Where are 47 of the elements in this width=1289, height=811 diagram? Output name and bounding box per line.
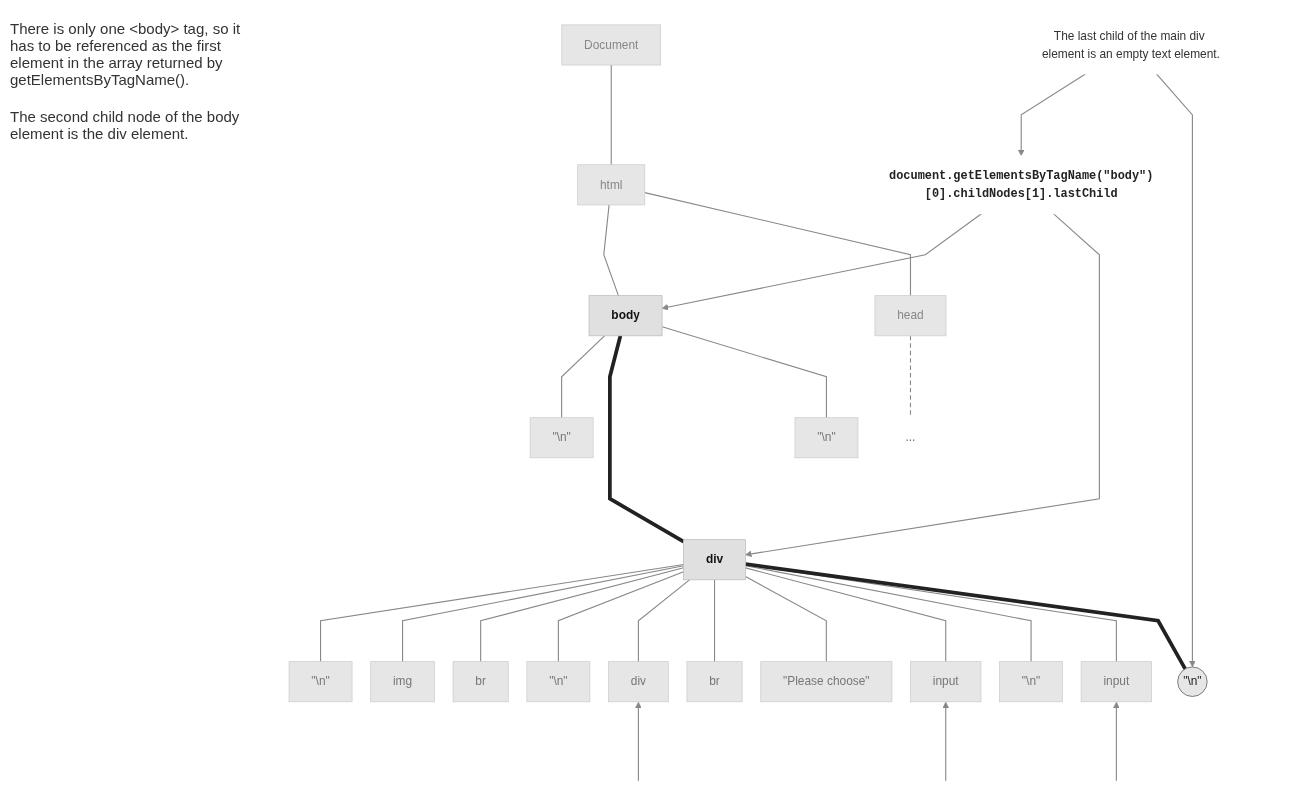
node-box: "\n" (529, 417, 594, 459)
connector (744, 563, 1117, 663)
connector (603, 204, 619, 297)
node-text: document.getElementsByTagName("body")[0].childNodes[1].lastChild (889, 169, 1154, 201)
node-box: input (1080, 661, 1152, 703)
node-box: input (910, 661, 982, 703)
node-box: br (452, 661, 509, 703)
connector (644, 192, 912, 297)
arrow (661, 213, 982, 311)
node-box: body (588, 295, 663, 337)
node-text: ... (905, 431, 916, 444)
node-box: "Please choose" (760, 661, 893, 703)
node-box: div (683, 539, 746, 581)
connector (744, 567, 947, 663)
connector (610, 64, 612, 166)
connector (714, 579, 716, 663)
node-box: br (686, 661, 743, 703)
connector (561, 335, 606, 419)
node-box: img (370, 661, 435, 703)
node-box: "\n" (526, 661, 591, 703)
node-circle: "\n" (1177, 666, 1208, 697)
arrow (635, 701, 642, 782)
connector (661, 326, 827, 419)
connector (745, 562, 1187, 670)
connector (480, 567, 685, 663)
node-box: Document (561, 24, 662, 66)
arrow (1017, 73, 1086, 157)
node-text: The last child of the main div element is an empty text element. (1041, 29, 1220, 60)
note-text: The second child node of the body element is the div element. (10, 108, 241, 142)
arrow (1113, 701, 1120, 782)
connector (637, 579, 691, 663)
node-box: "\n" (999, 661, 1063, 703)
node-box: "\n" (288, 661, 353, 703)
node-box: div (608, 661, 669, 703)
connector (320, 563, 685, 663)
note-text: There is only one <body> tag, so it has to be referenced as the first element in the array returned by getElementsByTagName(). (10, 20, 242, 88)
connector (608, 335, 685, 544)
connector (744, 576, 827, 663)
node-box: "\n" (794, 417, 859, 459)
connector (557, 571, 685, 663)
node-box: html (577, 164, 646, 206)
arrow (1155, 73, 1196, 668)
connector (744, 565, 1032, 663)
arrow (745, 213, 1100, 558)
node-box: head (874, 295, 947, 337)
arrow (942, 701, 949, 782)
connector (402, 565, 685, 663)
